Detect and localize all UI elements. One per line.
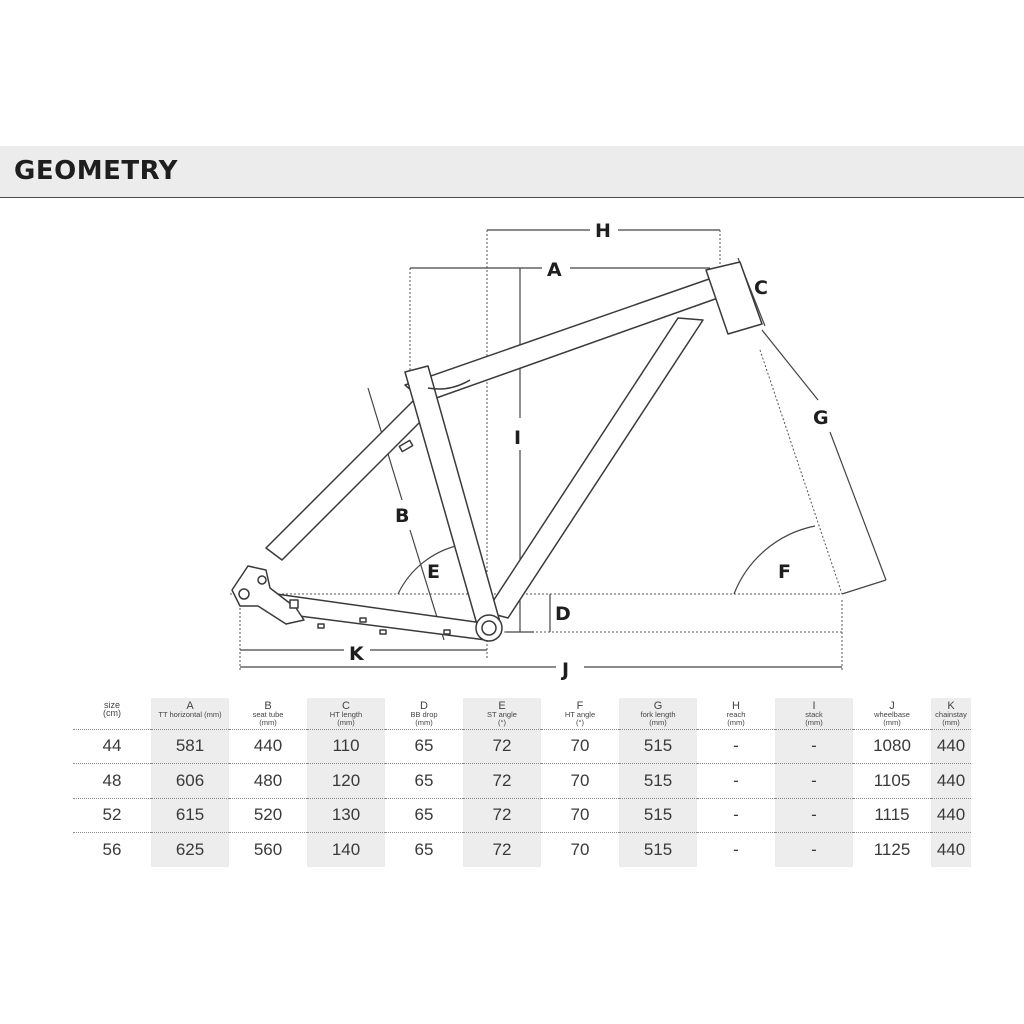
label-f: F <box>778 561 791 583</box>
bike-frame <box>231 261 763 642</box>
seat-tube <box>404 365 501 629</box>
dimension-lines-solid <box>240 229 887 668</box>
table-cell: - <box>775 728 853 764</box>
table-cell: 440 <box>931 728 971 764</box>
table-cell: 515 <box>619 797 697 833</box>
col-header-size: size (cm) <box>103 700 121 718</box>
table-cell: 70 <box>541 832 619 867</box>
geometry-table: size (cm) A TT horizontal (mm) B seat tu… <box>73 698 971 867</box>
table-cell: 140 <box>307 832 385 867</box>
table-cell: 440 <box>931 763 971 798</box>
table-cell: 480 <box>229 763 307 798</box>
table-cell: 130 <box>307 797 385 833</box>
table-cell: 1125 <box>853 832 931 867</box>
table-cell: 72 <box>463 763 541 798</box>
col-header-i: I stack (mm) <box>775 698 853 729</box>
label-j: J <box>560 659 569 681</box>
table-cell: - <box>697 763 775 798</box>
table-cell: 515 <box>619 832 697 867</box>
header-bar: GEOMETRY <box>0 146 1024 198</box>
table-row: 48 606 480 120 65 72 70 515 - - 1105 440 <box>73 763 971 798</box>
table-cell: 120 <box>307 763 385 798</box>
table-cell: 52 <box>73 797 151 833</box>
table-cell: - <box>775 763 853 798</box>
table-cell: 65 <box>385 763 463 798</box>
label-c: C <box>754 277 768 299</box>
table-cell: - <box>697 797 775 833</box>
table-cell: 440 <box>931 797 971 833</box>
table-row: 52 615 520 130 65 72 70 515 - - 1115 440 <box>73 797 971 833</box>
col-header-b: B seat tube (mm) <box>252 700 284 727</box>
table-cell: 70 <box>541 763 619 798</box>
table-header-row: size (cm) A TT horizontal (mm) B seat tu… <box>73 698 971 729</box>
table-cell: 70 <box>541 797 619 833</box>
rear-dropout <box>231 565 305 625</box>
table-cell: 72 <box>463 797 541 833</box>
table-cell: 72 <box>463 832 541 867</box>
seat-stay <box>265 395 431 561</box>
table-cell: - <box>697 832 775 867</box>
label-k: K <box>349 643 365 665</box>
table-cell: 440 <box>931 832 971 867</box>
table-cell: 65 <box>385 797 463 833</box>
col-header-d: D BB drop (mm) <box>410 700 438 727</box>
dimension-labels: H A C G I B E F D K J <box>349 220 829 681</box>
table-cell: 520 <box>229 797 307 833</box>
table-cell: 44 <box>73 728 151 764</box>
table-cell: 606 <box>151 763 229 798</box>
label-d: D <box>555 603 571 625</box>
table-cell: 56 <box>73 832 151 867</box>
label-i: I <box>514 427 521 449</box>
col-header-k: K chainstay (mm) <box>931 698 971 729</box>
label-e: E <box>427 561 440 583</box>
col-header-h: H reach (mm) <box>726 700 746 727</box>
label-b: B <box>395 505 409 527</box>
table-cell: 110 <box>307 728 385 764</box>
table-cell: 560 <box>229 832 307 867</box>
table-cell: 440 <box>229 728 307 764</box>
table-cell: 515 <box>619 728 697 764</box>
table-cell: 48 <box>73 763 151 798</box>
table-cell: 65 <box>385 728 463 764</box>
table-cell: 65 <box>385 832 463 867</box>
table-cell: 1080 <box>853 728 931 764</box>
col-header-g: G fork length (mm) <box>619 698 697 729</box>
table-cell: - <box>697 728 775 764</box>
label-h: H <box>595 220 611 242</box>
table-cell: 70 <box>541 728 619 764</box>
table-cell: 72 <box>463 728 541 764</box>
table-cell: - <box>775 832 853 867</box>
page-title: GEOMETRY <box>14 156 178 186</box>
table-cell: 581 <box>151 728 229 764</box>
table-cell: 1115 <box>853 797 931 833</box>
table-cell: 515 <box>619 763 697 798</box>
label-g: G <box>813 407 829 429</box>
table-cell: 625 <box>151 832 229 867</box>
table-row: 44 581 440 110 65 72 70 515 - - 1080 440 <box>73 728 971 764</box>
col-header-c: C HT length (mm) <box>307 698 385 729</box>
head-tube <box>705 261 763 335</box>
label-a: A <box>547 259 562 281</box>
table-cell: - <box>775 797 853 833</box>
col-header-e: E ST angle (°) <box>463 698 541 729</box>
table-cell: 1105 <box>853 763 931 798</box>
table-cell: 615 <box>151 797 229 833</box>
table-row: 56 625 560 140 65 72 70 515 - - 1125 440 <box>73 832 971 867</box>
down-tube <box>485 317 704 619</box>
col-header-f: F HT angle (°) <box>564 700 596 727</box>
col-header-a: A TT horizontal (mm) <box>151 698 229 729</box>
col-header-j: J wheelbase (mm) <box>874 700 910 727</box>
